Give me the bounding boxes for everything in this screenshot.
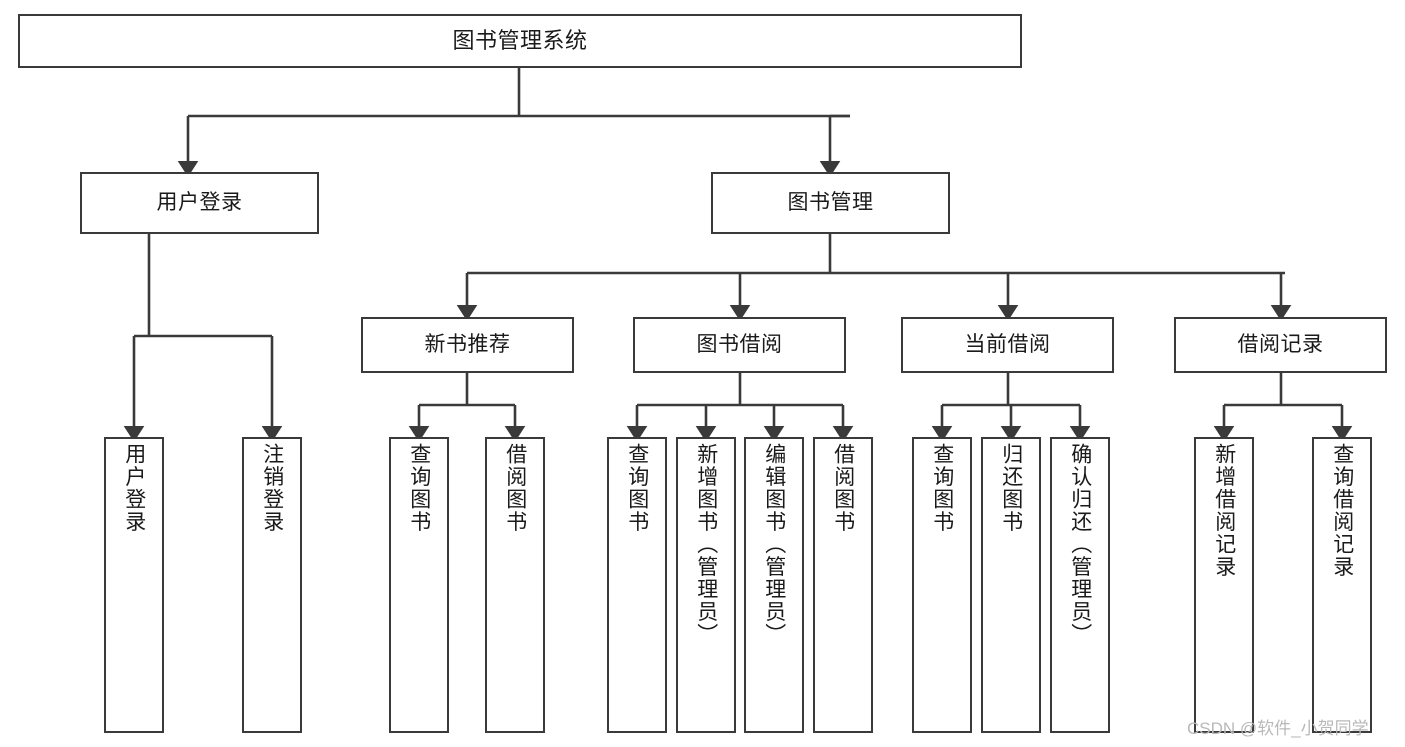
node-book-borrow[interactable]: 图书借阅 bbox=[633, 317, 846, 373]
node-leaf-borrow-borrow-book[interactable]: 借阅图书 bbox=[813, 437, 873, 733]
node-leaf-borrow-edit-book[interactable]: 编辑图书（管理员） bbox=[744, 437, 804, 733]
node-leaf-newbook-borrow-book[interactable]: 借阅图书 bbox=[485, 437, 545, 733]
node-leaf-current-query-book-label: 查询图书 bbox=[930, 443, 954, 533]
node-user-login-label: 用户登录 bbox=[156, 190, 243, 214]
node-leaf-record-query[interactable]: 查询借阅记录 bbox=[1312, 437, 1372, 733]
node-leaf-current-return-book[interactable]: 归还图书 bbox=[981, 437, 1041, 733]
node-current-borrow-label: 当前借阅 bbox=[964, 332, 1051, 356]
node-leaf-borrow-add-book-label: 新增图书（管理员） bbox=[694, 443, 718, 646]
node-leaf-user-login-label: 用户登录 bbox=[122, 443, 146, 533]
node-leaf-newbook-query-book-label: 查询图书 bbox=[407, 443, 431, 533]
node-leaf-borrow-query-book-label: 查询图书 bbox=[625, 443, 649, 533]
node-new-book-recommend-label: 新书推荐 bbox=[424, 332, 511, 356]
node-leaf-record-add-label: 新增借阅记录 bbox=[1212, 443, 1236, 578]
node-borrow-record-label: 借阅记录 bbox=[1237, 332, 1324, 356]
node-leaf-borrow-query-book[interactable]: 查询图书 bbox=[607, 437, 667, 733]
node-leaf-logout[interactable]: 注销登录 bbox=[242, 437, 302, 733]
node-book-borrow-label: 图书借阅 bbox=[696, 332, 783, 356]
node-new-book-recommend[interactable]: 新书推荐 bbox=[361, 317, 574, 373]
node-leaf-user-login[interactable]: 用户登录 bbox=[104, 437, 164, 733]
node-leaf-current-confirm-return-label: 确认归还（管理员） bbox=[1068, 443, 1092, 646]
watermark: CSDN @软件_小贺同学 bbox=[1187, 719, 1369, 738]
node-leaf-newbook-borrow-book-label: 借阅图书 bbox=[503, 443, 527, 533]
node-leaf-newbook-query-book[interactable]: 查询图书 bbox=[389, 437, 449, 733]
node-leaf-record-query-label: 查询借阅记录 bbox=[1330, 443, 1354, 578]
node-leaf-current-query-book[interactable]: 查询图书 bbox=[912, 437, 972, 733]
node-book-management-label: 图书管理 bbox=[787, 190, 874, 214]
node-leaf-logout-label: 注销登录 bbox=[260, 443, 284, 533]
node-leaf-current-confirm-return[interactable]: 确认归还（管理员） bbox=[1050, 437, 1110, 733]
node-current-borrow[interactable]: 当前借阅 bbox=[901, 317, 1114, 373]
node-leaf-current-return-book-label: 归还图书 bbox=[999, 443, 1023, 533]
node-borrow-record[interactable]: 借阅记录 bbox=[1174, 317, 1387, 373]
node-user-login[interactable]: 用户登录 bbox=[80, 172, 319, 234]
node-root-label: 图书管理系统 bbox=[452, 28, 588, 54]
node-leaf-borrow-edit-book-label: 编辑图书（管理员） bbox=[762, 443, 786, 646]
node-leaf-record-add[interactable]: 新增借阅记录 bbox=[1194, 437, 1254, 733]
node-leaf-borrow-borrow-book-label: 借阅图书 bbox=[831, 443, 855, 533]
node-leaf-borrow-add-book[interactable]: 新增图书（管理员） bbox=[676, 437, 736, 733]
node-root[interactable]: 图书管理系统 bbox=[18, 14, 1022, 68]
node-book-management[interactable]: 图书管理 bbox=[711, 172, 950, 234]
